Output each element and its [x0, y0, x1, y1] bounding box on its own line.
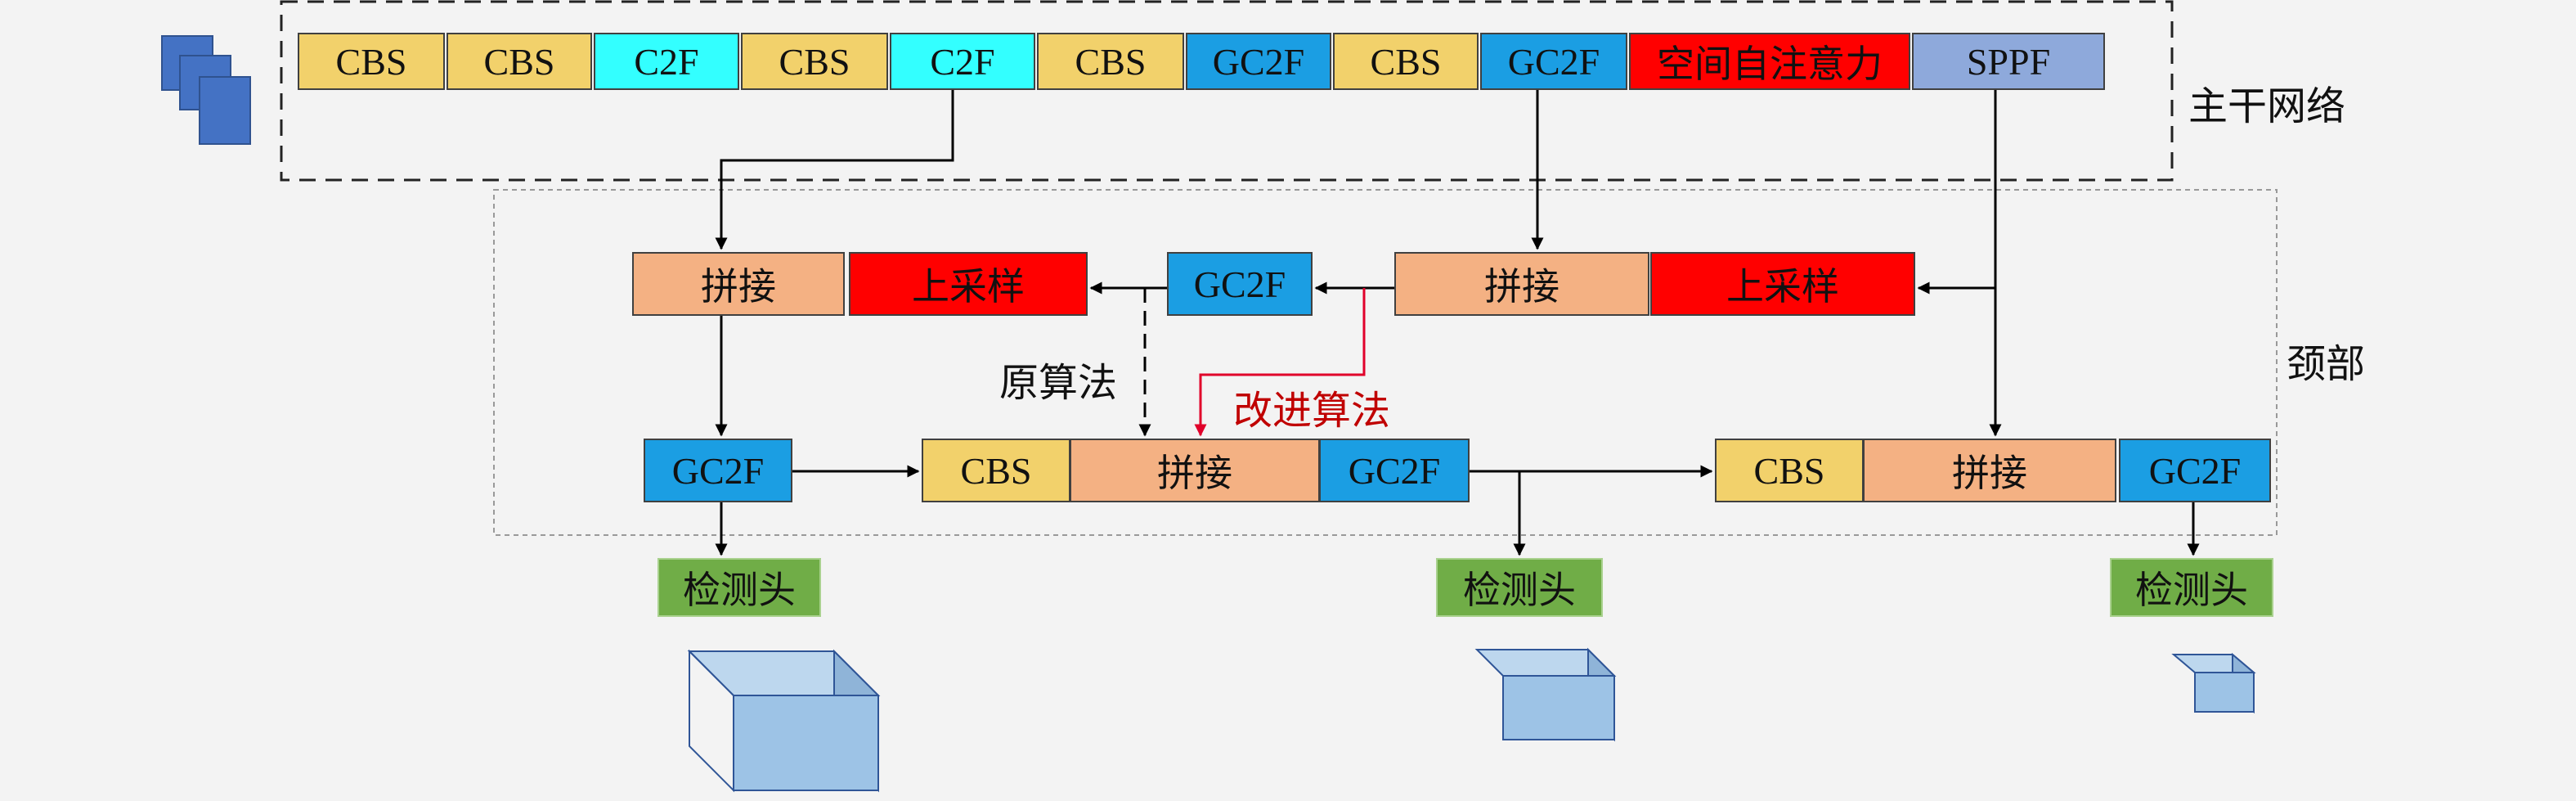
detection-head-small: 检测头	[2110, 558, 2273, 617]
backbone-label: 主干网络	[2188, 85, 2346, 128]
feature-cube-large	[687, 649, 881, 793]
backbone-block-2: CBS	[447, 33, 592, 90]
neck-gc2f-right: GC2F	[2119, 439, 2271, 502]
backbone-block-5: C2F	[890, 33, 1035, 90]
arrow-c2f-to-concat	[715, 90, 954, 250]
backbone-block-10: 空间自注意力	[1629, 33, 1910, 90]
backbone-block-6: CBS	[1037, 33, 1184, 90]
neck-upsample-right: 上采样	[1650, 252, 1915, 316]
original-algorithm-label: 原算法	[999, 362, 1118, 405]
improved-algorithm-label: 改进算法	[1233, 389, 1391, 433]
feature-cube-small	[2171, 652, 2256, 714]
backbone-block-11: SPPF	[1912, 33, 2105, 90]
feature-cube-medium	[1474, 647, 1617, 742]
neck-concat-right: 拼接	[1394, 252, 1649, 316]
neck-concat-mid: 拼接	[1070, 439, 1320, 502]
neck-upsample-left: 上采样	[849, 252, 1088, 316]
backbone-frame	[280, 0, 2174, 182]
neck-gc2f-top: GC2F	[1167, 252, 1313, 316]
input-image-icon	[161, 35, 251, 145]
backbone-block-1: CBS	[298, 33, 445, 90]
backbone-block-8: CBS	[1333, 33, 1479, 90]
arrow-sppf-to-upsample	[1917, 90, 1997, 295]
detection-head-large: 检测头	[657, 558, 821, 617]
neck-concat-right-bottom: 拼接	[1863, 439, 2116, 502]
backbone-block-9: GC2F	[1480, 33, 1627, 90]
neck-gc2f-mid: GC2F	[1319, 439, 1470, 502]
neck-frame	[493, 189, 2278, 536]
neck-concat-left: 拼接	[632, 252, 845, 316]
backbone-block-3: C2F	[594, 33, 739, 90]
backbone-block-4: CBS	[741, 33, 888, 90]
neck-gc2f-left: GC2F	[644, 439, 792, 502]
arrow-improved	[1194, 288, 1366, 437]
detection-head-medium: 检测头	[1436, 558, 1603, 617]
backbone-block-7: GC2F	[1186, 33, 1331, 90]
neck-cbs-right: CBS	[1715, 439, 1864, 502]
neck-label: 颈部	[2287, 343, 2366, 386]
